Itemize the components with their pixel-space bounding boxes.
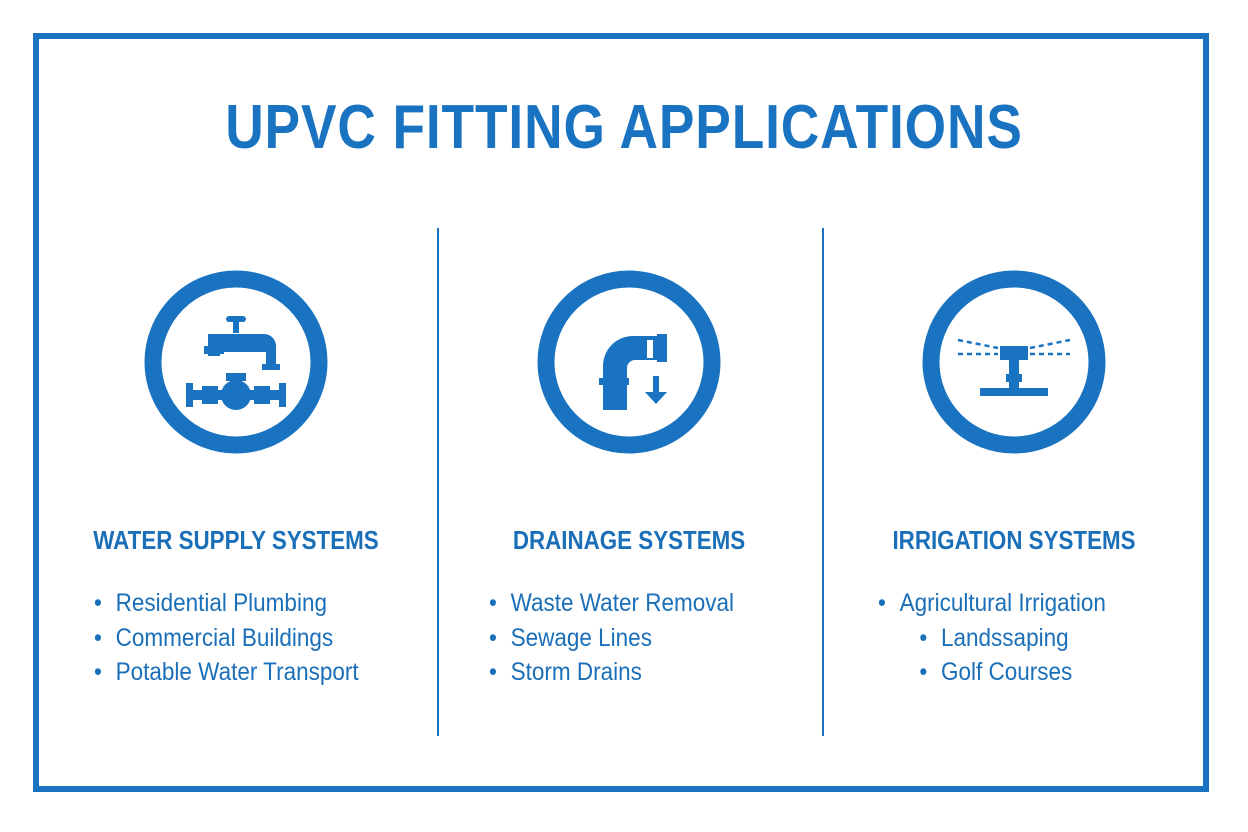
column-divider-left [437,228,439,736]
list-item: •Potable Water Transport [94,658,359,686]
outer-frame [33,33,1209,792]
column-heading: IRRIGATION SYSTEMS [892,525,1136,555]
application-list: •Agricultural Irrigation •Landssaping •G… [878,586,1238,690]
list-item: •Residential Plumbing [94,589,327,617]
list-item: •Landssaping [919,623,1069,652]
application-list: •Waste Water Removal •Sewage Lines •Stor… [489,586,849,690]
application-list: •Residential Plumbing •Commercial Buildi… [94,586,454,690]
column-heading: WATER SUPPLY SYSTEMS [93,525,379,555]
faucet-valve-icon [144,270,328,454]
sprinkler-icon [922,270,1106,454]
page-title: UPVC FITTING APPLICATIONS [225,93,1023,162]
list-item: •Golf Courses [919,658,1073,686]
list-item: •Waste Water Removal [489,589,734,617]
list-item: •Commercial Buildings [94,623,334,652]
list-item: •Agricultural Irrigation [878,589,1106,617]
elbow-pipe-drain-icon [537,270,721,454]
list-item: •Sewage Lines [489,623,652,652]
column-divider-right [822,228,824,736]
list-item: •Storm Drains [489,658,642,686]
column-heading: DRAINAGE SYSTEMS [512,525,746,555]
